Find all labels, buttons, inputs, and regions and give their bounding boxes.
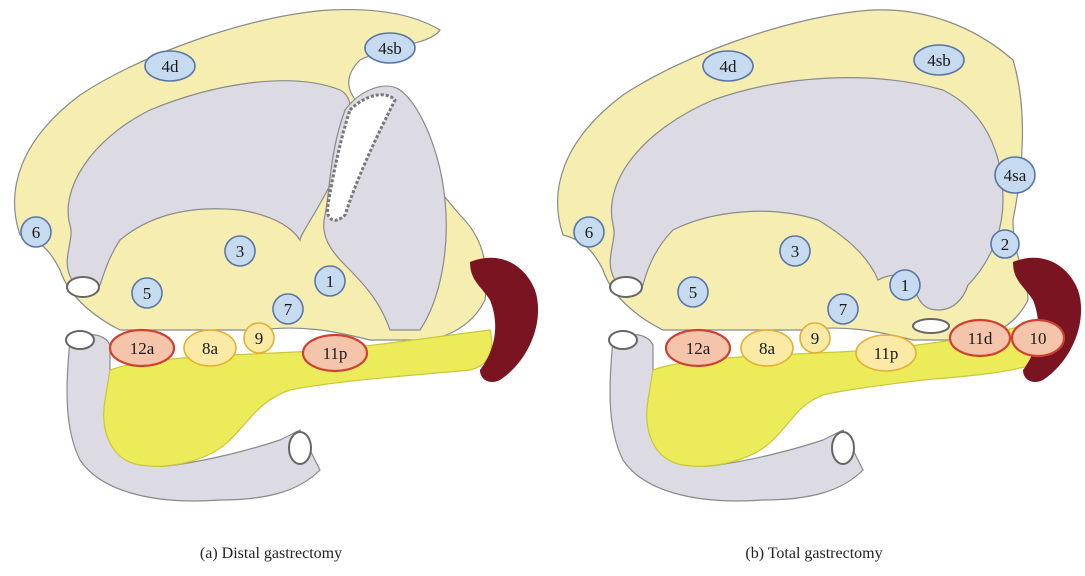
lymph-node-label-11p: 11p	[874, 344, 899, 363]
lymph-node-label-11d: 11d	[968, 329, 993, 348]
splenic-vessel-opening	[913, 319, 949, 333]
lymph-node-label-4d: 4d	[162, 57, 180, 76]
jejunum-opening	[832, 432, 854, 464]
lymph-node-label-8a: 8a	[759, 339, 776, 358]
pylorus-opening	[67, 277, 99, 297]
caption-b: (b) Total gastrectomy	[543, 545, 1085, 563]
lymph-node-label-7: 7	[839, 300, 848, 319]
lymph-node-label-12a: 12a	[130, 339, 155, 358]
duodenum-opening	[66, 331, 94, 349]
lymph-node-label-8a: 8a	[202, 339, 219, 358]
lymph-node-label-6: 6	[32, 223, 41, 242]
lymph-node-label-1: 1	[901, 276, 910, 295]
panel-distal-gastrectomy: 4d 4sb 6 3 1 5 7 9 12a 8a 11p (a) Distal gastrecto…	[0, 0, 542, 576]
lymph-node-label-2: 2	[1001, 235, 1010, 254]
lymph-node-label-9: 9	[255, 329, 264, 348]
lymph-node-label-12a: 12a	[686, 339, 711, 358]
lymph-node-label-7: 7	[284, 300, 293, 319]
duodenum-opening	[609, 331, 637, 349]
lymph-node-label-4sb: 4sb	[378, 39, 402, 58]
lymph-node-label-5: 5	[689, 283, 698, 302]
lymph-node-label-9: 9	[811, 329, 820, 348]
pylorus-opening	[610, 277, 642, 297]
lymph-node-label-6: 6	[585, 223, 594, 242]
jejunum-opening	[289, 432, 311, 464]
diagram-total: 4d 4sb 4sa 2 6 3 1 5 79 12a 8a 11p 11d 10	[543, 0, 1085, 540]
lymph-node-label-3: 3	[791, 242, 800, 261]
lymph-node-label-5: 5	[143, 284, 152, 303]
diagram-distal: 4d 4sb 6 3 1 5 7 9 12a 8a 11p	[0, 0, 542, 540]
lymph-node-label-11p: 11p	[323, 344, 348, 363]
lymph-node-label-4sa: 4sa	[1004, 166, 1027, 185]
lymph-node-label-10: 10	[1030, 329, 1047, 348]
lymph-node-label-4d: 4d	[720, 57, 738, 76]
lymph-node-label-1: 1	[326, 272, 335, 291]
lymph-node-label-3: 3	[236, 242, 245, 261]
caption-a: (a) Distal gastrectomy	[0, 545, 542, 563]
lymph-node-label-4sb: 4sb	[927, 51, 951, 70]
